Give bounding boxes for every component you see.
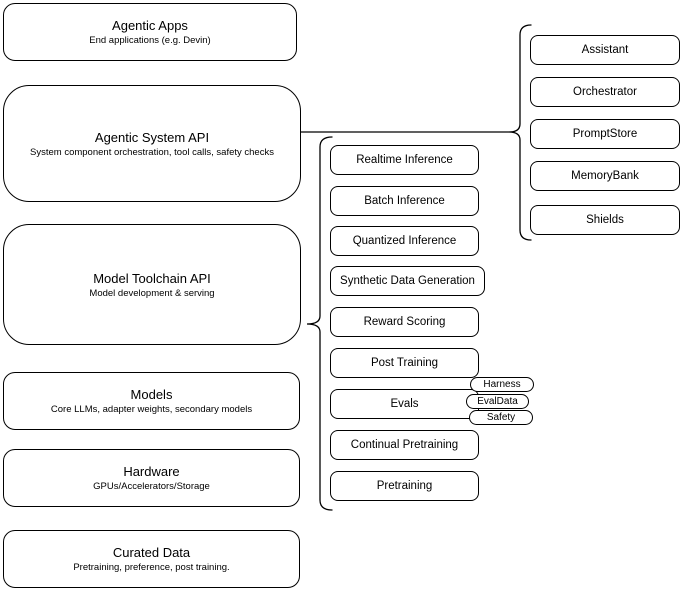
node-subtitle: GPUs/Accelerators/Storage	[93, 481, 210, 492]
node-model-toolchain-api[interactable]: Model Toolchain API Model development & …	[3, 224, 301, 345]
toolchain-item-quantized-inference[interactable]: Quantized Inference	[330, 226, 479, 256]
node-title: Curated Data	[112, 545, 191, 560]
toolchain-item-evals[interactable]: Evals	[330, 389, 479, 419]
node-title: Agentic Apps	[112, 18, 188, 33]
toolchain-item-continual-pretraining[interactable]: Continual Pretraining	[330, 430, 479, 460]
node-title: Model Toolchain API	[93, 270, 211, 286]
toolchain-item-realtime-inference[interactable]: Realtime Inference	[330, 145, 479, 175]
evals-tag-harness[interactable]: Harness	[470, 377, 534, 392]
system-component-shields[interactable]: Shields	[530, 205, 680, 235]
toolchain-item-post-training[interactable]: Post Training	[330, 348, 479, 378]
node-title: Agentic System API	[94, 129, 210, 145]
system-component-promptstore[interactable]: PromptStore	[530, 119, 680, 149]
node-title: Hardware	[123, 464, 180, 479]
toolchain-item-pretraining[interactable]: Pretraining	[330, 471, 479, 501]
evals-tag-evaldata[interactable]: EvalData	[466, 394, 529, 409]
node-subtitle: Core LLMs, adapter weights, secondary mo…	[50, 404, 253, 415]
toolchain-item-batch-inference[interactable]: Batch Inference	[330, 186, 479, 216]
node-hardware[interactable]: Hardware GPUs/Accelerators/Storage	[3, 449, 300, 507]
system-component-orchestrator[interactable]: Orchestrator	[530, 77, 680, 107]
node-subtitle: System component orchestration, tool cal…	[30, 146, 274, 158]
node-agentic-system-api[interactable]: Agentic System API System component orch…	[3, 85, 301, 202]
toolchain-item-synthetic-data-generation[interactable]: Synthetic Data Generation	[330, 266, 485, 296]
node-title: Models	[130, 387, 173, 402]
node-agentic-apps[interactable]: Agentic Apps End applications (e.g. Devi…	[3, 3, 297, 61]
toolchain-item-reward-scoring[interactable]: Reward Scoring	[330, 307, 479, 337]
system-components-brace	[508, 24, 532, 241]
node-curated-data[interactable]: Curated Data Pretraining, preference, po…	[3, 530, 300, 588]
system-component-assistant[interactable]: Assistant	[530, 35, 680, 65]
evals-tag-safety[interactable]: Safety	[469, 410, 533, 425]
toolchain-brace	[306, 136, 333, 511]
node-models[interactable]: Models Core LLMs, adapter weights, secon…	[3, 372, 300, 430]
system-component-memorybank[interactable]: MemoryBank	[530, 161, 680, 191]
node-subtitle: Model development & serving	[89, 287, 215, 299]
node-subtitle: End applications (e.g. Devin)	[89, 35, 211, 46]
node-subtitle: Pretraining, preference, post training.	[73, 562, 230, 573]
